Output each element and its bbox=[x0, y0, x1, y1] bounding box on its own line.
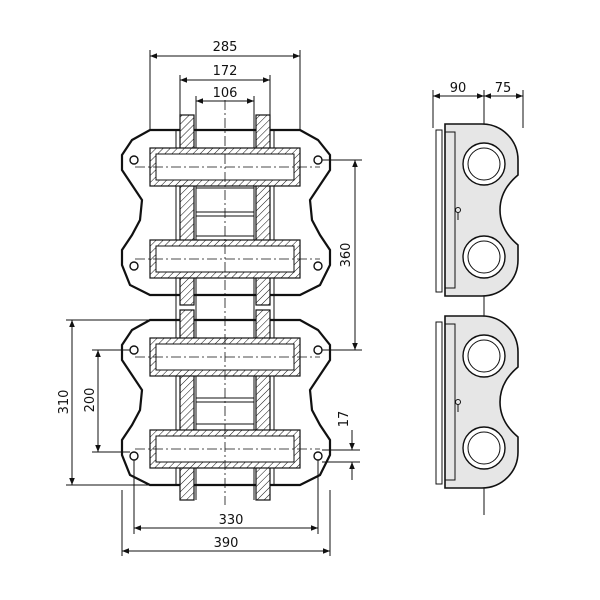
top-dimensions: 285 172 106 bbox=[149, 40, 301, 130]
side-view-upper-block bbox=[435, 123, 519, 297]
bottom-dimensions: 330 390 bbox=[121, 460, 331, 556]
side-view-lower-block bbox=[435, 315, 519, 489]
dim-left-outer: 310 bbox=[57, 390, 72, 415]
pipe-3 bbox=[135, 337, 320, 377]
front-view bbox=[120, 100, 332, 505]
small-gap-dimension: 17 bbox=[322, 411, 360, 480]
dim-bottom-inner: 330 bbox=[219, 513, 244, 528]
pipe-2 bbox=[135, 239, 320, 279]
dim-top-inner: 106 bbox=[213, 86, 238, 101]
dim-top-outer: 285 bbox=[213, 40, 238, 55]
upper-flange-plate bbox=[120, 128, 332, 297]
dim-top-mid: 172 bbox=[213, 64, 238, 79]
lower-flange-plate bbox=[120, 318, 332, 487]
dim-left-inner: 200 bbox=[83, 388, 98, 413]
pipe-4 bbox=[135, 429, 320, 469]
dim-bottom-outer: 390 bbox=[214, 536, 239, 551]
left-dimensions: 310 200 bbox=[57, 319, 150, 486]
pipe-1 bbox=[135, 147, 320, 187]
bolt-holes bbox=[129, 155, 323, 461]
dim-side-left: 90 bbox=[450, 81, 467, 96]
dim-side-right: 75 bbox=[495, 81, 512, 96]
right-dimension: 360 bbox=[322, 159, 362, 351]
dim-small-gap: 17 bbox=[337, 411, 352, 428]
dim-right-height: 360 bbox=[339, 243, 354, 268]
side-view: 90 75 bbox=[432, 81, 524, 515]
